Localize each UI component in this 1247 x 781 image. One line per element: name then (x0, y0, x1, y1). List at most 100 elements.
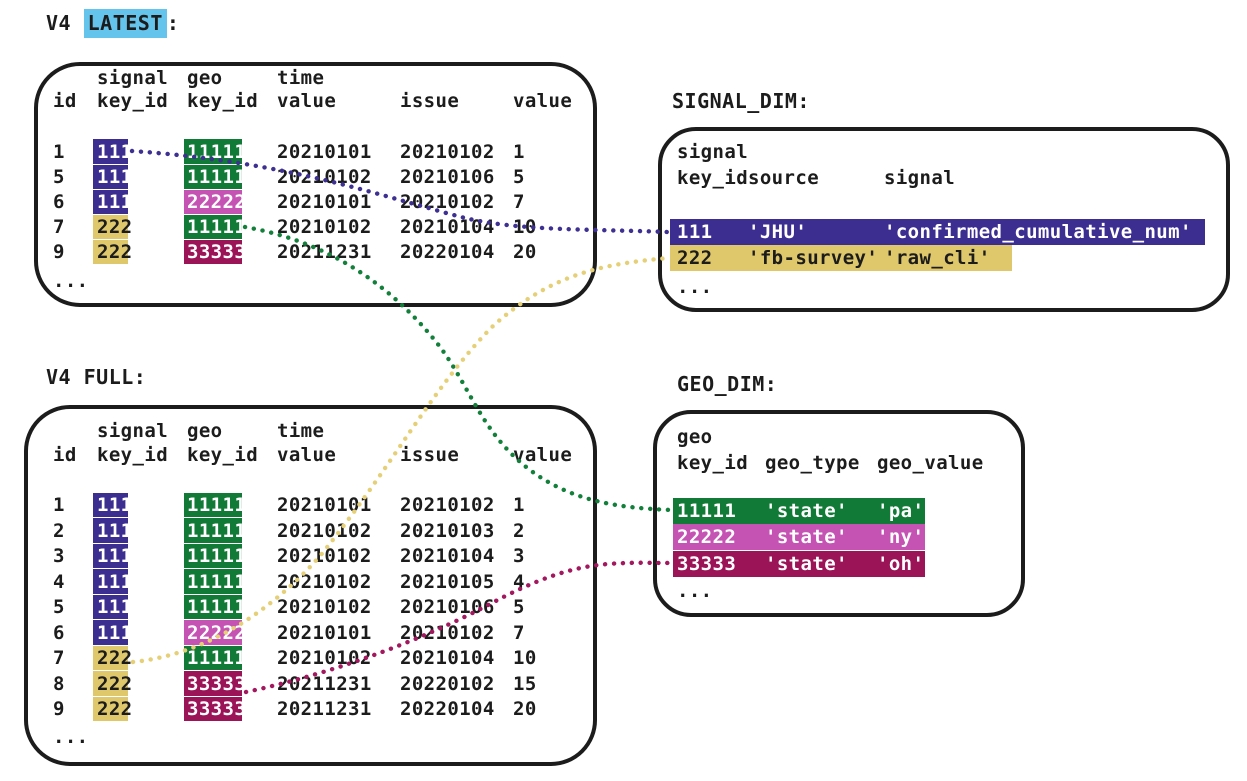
table-cell-geo_key_id: 11111 (187, 216, 247, 238)
table-cell-id: 8 (53, 672, 65, 695)
table-title-geo-dim: GEO_DIM: (677, 372, 777, 396)
table-title-text: : (166, 11, 180, 35)
column-header: key_id (187, 444, 259, 466)
table-cell-id: 7 (53, 647, 65, 669)
table-cell-signal: 'raw_cli' (884, 247, 991, 269)
table-cell-time_value: 20210101 (277, 140, 372, 163)
table-cell-value: 2 (513, 519, 525, 542)
table-cell-signal_key_id: 111 (97, 140, 133, 163)
column-header: key_id (677, 452, 749, 474)
key-cell-222 (93, 696, 128, 722)
key-cell-111 (93, 594, 128, 620)
table-cell-issue: 20210102 (400, 621, 495, 644)
table-cell-time_value: 20211231 (277, 241, 372, 263)
key-cell-222 (93, 239, 128, 265)
table-cell-id: 2 (53, 519, 65, 542)
table-cell-geo_key_id: 22222 (677, 526, 737, 548)
table-cell-time_value: 20210101 (277, 494, 372, 516)
column-header: issue (400, 90, 460, 112)
table-cell-geo_type: 'state' (765, 526, 848, 548)
column-header: geo_value (877, 452, 984, 474)
table-cell-issue: 20210103 (400, 519, 495, 542)
column-header: key_id (187, 90, 259, 112)
key-cell-111 (93, 543, 128, 569)
table-cell-value: 3 (513, 545, 525, 567)
table-cell-value: 10 (513, 216, 537, 238)
table-cell-signal_key_id: 111 (97, 191, 133, 213)
column-header: geo_type (765, 452, 860, 474)
table-cell-issue: 20210102 (400, 140, 495, 163)
column-header: id (53, 444, 77, 466)
table-cell-issue: 20210106 (400, 166, 495, 188)
table-cell-geo_key_id: 22222 (187, 191, 247, 213)
table-cell-id: 3 (53, 545, 65, 567)
table-cell-issue: 20220104 (400, 698, 495, 720)
table-cell-value: 20 (513, 698, 537, 720)
table-cell-geo_key_id: 22222 (187, 621, 247, 644)
table-cell-id: 5 (53, 166, 65, 188)
table-cell-geo_key_id: 33333 (187, 672, 247, 695)
table-cell-id: 6 (53, 191, 65, 213)
key-cell-111 (93, 492, 128, 518)
table-cell-value: 5 (513, 596, 525, 618)
row-band-11111 (673, 497, 925, 524)
key-cell-222 (93, 214, 128, 240)
table-cell-time_value: 20210102 (277, 647, 372, 669)
column-header: geo (677, 426, 713, 448)
column-header: signal (884, 167, 956, 189)
table-cell-time_value: 20210102 (277, 596, 372, 618)
table-cell-geo_key_id: 11111 (187, 570, 247, 593)
table-cell-issue: 20220104 (400, 241, 495, 263)
table-cell-time_value: 20210102 (277, 545, 372, 567)
more-rows-ellipsis: ... (53, 270, 89, 292)
table-cell-time_value: 20211231 (277, 672, 372, 695)
key-cell-222 (93, 645, 128, 671)
column-header: signal (97, 67, 169, 89)
table-cell-geo_key_id: 11111 (677, 499, 737, 522)
table-cell-geo_key_id: 33333 (187, 241, 247, 263)
table-title-v4-full: V4 FULL: (46, 365, 146, 389)
table-cell-signal_key_id: 111 (97, 545, 133, 567)
column-header: value (513, 444, 573, 466)
table-title-v4-latest: V4 LATEST: (46, 9, 180, 38)
table-cell-geo_key_id: 33333 (187, 698, 247, 720)
table-cell-issue: 20210104 (400, 647, 495, 669)
table-cell-source: 'JHU' (748, 221, 808, 243)
column-header: value (277, 444, 337, 466)
table-cell-signal_key_id: 111 (97, 570, 133, 593)
key-cell-111 (93, 139, 128, 164)
column-header: source (748, 167, 820, 189)
column-header: id (53, 90, 77, 112)
key-cell-111 (93, 164, 128, 190)
table-cell-signal_key_id: 111 (97, 519, 133, 542)
table-cell-signal_key_id: 111 (97, 596, 133, 618)
table-cell-id: 5 (53, 596, 65, 618)
table-cell-geo_type: 'state' (765, 552, 848, 575)
table-cell-value: 1 (513, 140, 525, 163)
column-header: time (277, 420, 325, 442)
column-header: time (277, 67, 325, 89)
table-cell-id: 9 (53, 698, 65, 720)
table-cell-id: 9 (53, 241, 65, 263)
table-cell-id: 4 (53, 570, 65, 593)
column-header: value (277, 90, 337, 112)
more-rows-ellipsis: ... (677, 276, 713, 298)
table-cell-time_value: 20210101 (277, 621, 372, 644)
table-cell-geo_key_id: 33333 (677, 552, 737, 575)
row-band-111 (670, 219, 1205, 245)
table-cell-time_value: 20210102 (277, 216, 372, 238)
table-cell-geo_type: 'state' (765, 499, 848, 522)
table-cell-signal_key_id: 222 (677, 247, 713, 269)
table-cell-geo_key_id: 11111 (187, 596, 247, 618)
key-cell-111 (93, 569, 128, 594)
table-cell-issue: 20210105 (400, 570, 495, 593)
column-header: key_id (677, 167, 749, 189)
key-cell-222 (93, 671, 128, 696)
table-cell-geo_value: 'oh' (877, 552, 925, 575)
table-cell-value: 7 (513, 191, 525, 213)
table-cell-signal_key_id: 222 (97, 216, 133, 238)
table-cell-value: 4 (513, 570, 525, 593)
table-title-signal-dim: SIGNAL_DIM: (672, 89, 810, 113)
column-header: geo (187, 420, 223, 442)
